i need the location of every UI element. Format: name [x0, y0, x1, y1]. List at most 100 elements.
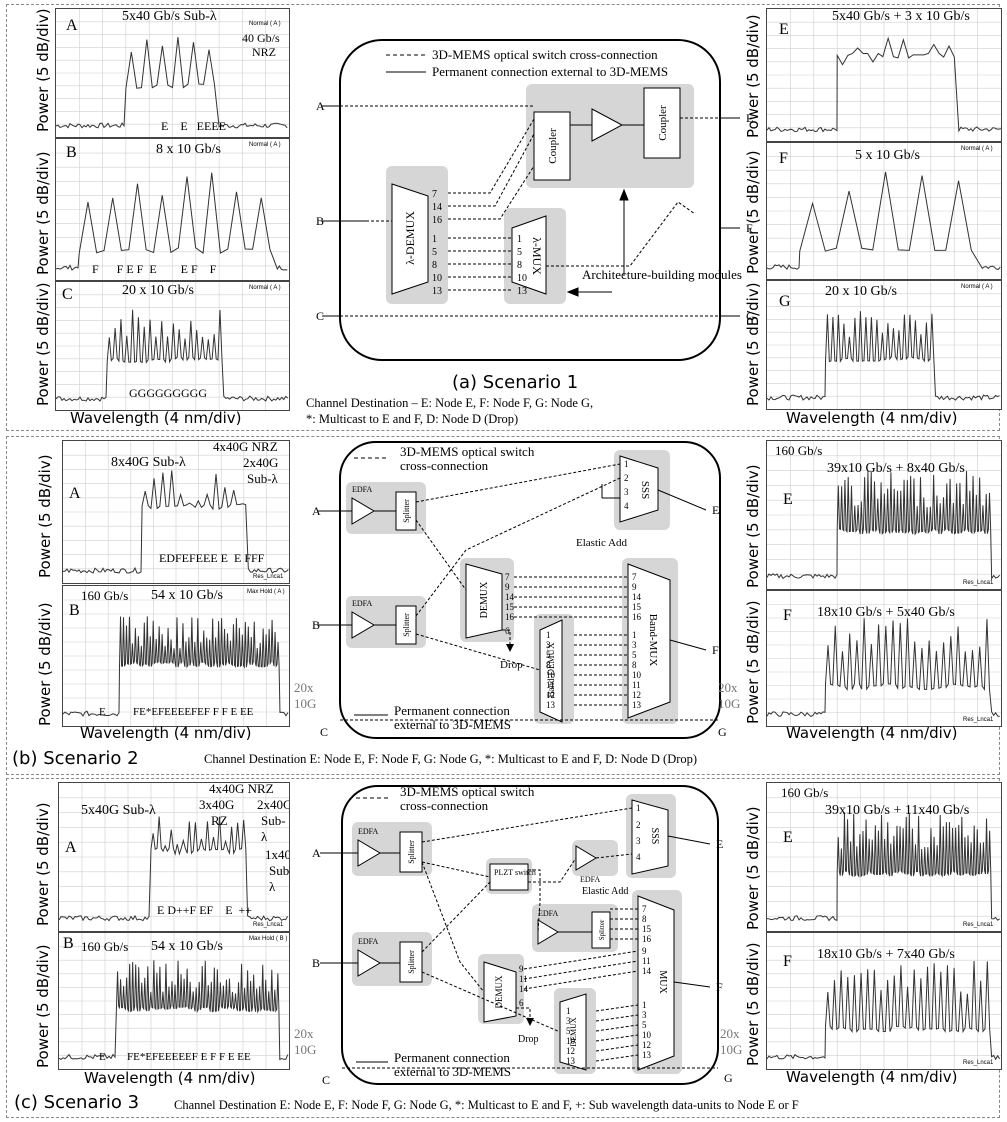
svg-text:3: 3 — [636, 836, 641, 846]
spectrum-f2-trace — [767, 591, 1001, 726]
svg-text:13: 13 — [432, 286, 442, 297]
spectrum-letter: A — [69, 485, 81, 502]
svg-text:5: 5 — [632, 650, 637, 660]
spectrum-mode: Max Hold ( B ) — [249, 936, 288, 942]
spectrum-mode: Normal ( A ) — [249, 142, 281, 148]
spectrum-g1-trace — [767, 281, 1001, 409]
spectrum-title: 8x40G Sub-λ — [111, 455, 186, 470]
legend-dashed-text: 3D-MEMS optical switch — [400, 784, 535, 799]
spectrum-a1-trace — [56, 9, 289, 137]
svg-text:B: B — [312, 956, 320, 970]
spectrum-res: Res_Lnca1 — [963, 922, 994, 928]
spectrum-destinations: E D++F EF E ++ — [157, 903, 253, 917]
svg-text:12: 12 — [632, 690, 641, 700]
spectrum-mode: Normal ( A ) — [961, 284, 993, 290]
band-mux-label: Band-MUX — [647, 614, 659, 667]
svg-text:1: 1 — [632, 630, 637, 640]
spectrum-left-label: 160 Gb/s — [781, 785, 829, 800]
drop-label: Drop — [500, 659, 523, 671]
svg-text:6: 6 — [519, 998, 524, 1008]
svg-text:11: 11 — [632, 680, 641, 690]
sss-label: SSS — [639, 481, 651, 499]
spectrum-title: 39x10 Gb/s + 11x40 Gb/s — [825, 803, 970, 818]
spectrum-a3: A 5x40G Sub-λ 4x40G NRZ 3x40G RZ 2x40G S… — [58, 782, 290, 932]
spectrum-res: Res_Lnca1 — [253, 922, 284, 928]
svg-text:14: 14 — [432, 202, 442, 213]
svg-text:7: 7 — [432, 189, 437, 200]
svg-text:8: 8 — [632, 660, 637, 670]
x-axis-label: Wavelength (4 nm/div) — [786, 724, 958, 742]
svg-text:1: 1 — [546, 630, 551, 640]
svg-text:12: 12 — [566, 1046, 575, 1056]
spectrum-letter: G — [779, 293, 791, 310]
splitter-label: Splitter — [402, 499, 411, 523]
svg-text:15: 15 — [642, 924, 652, 934]
spectrum-mode: Max Hold ( A ) — [247, 589, 285, 595]
destination-note: Channel Destination – E: Node E, F: Node… — [306, 396, 594, 410]
spectrum-title: 5x40 Gb/s + 3 x 10 Gb/s — [832, 9, 970, 24]
svg-text:C: C — [320, 725, 328, 739]
legend-solid-text: Permanent connection external to 3D-MEMS — [432, 64, 668, 79]
spectrum-title: 39x10 Gb/s + 8x40 Gb/s — [827, 461, 965, 476]
svg-text:13: 13 — [566, 1056, 576, 1066]
spectrum-c1-trace — [56, 282, 289, 410]
svg-text:15: 15 — [505, 602, 515, 612]
legend-solid-text: Permanent connection — [394, 703, 510, 718]
spectrum-destinations: F F E F E E F F — [92, 262, 217, 276]
x-axis-label: Wavelength (4 nm/div) — [70, 409, 242, 427]
svg-text:5: 5 — [642, 1020, 647, 1030]
svg-text:10: 10 — [432, 273, 442, 284]
spectrum-note: 2x40G — [243, 455, 279, 470]
coupler-label: Coupler — [657, 105, 669, 141]
splitter-label: Splitter — [407, 950, 416, 974]
spectrum-f3: F 18x10 Gb/s + 7x40 Gb/s Res_Lnca1 — [766, 932, 1002, 1070]
svg-text:16: 16 — [632, 612, 642, 622]
spectrum-left-label: 160 Gb/s — [81, 588, 129, 603]
svg-text:1: 1 — [517, 234, 522, 245]
spectrum-letter: E — [783, 829, 793, 846]
caption-scenario-2: (b) Scenario 2 — [12, 748, 139, 769]
svg-text:10: 10 — [517, 273, 527, 284]
svg-text:1: 1 — [566, 1006, 571, 1016]
spectrum-letter: A — [65, 839, 77, 856]
svg-text:A: A — [312, 504, 321, 518]
spectrum-e1: E 5x40 Gb/s + 3 x 10 Gb/s — [766, 8, 1002, 142]
spectrum-title: 5 x 10 Gb/s — [855, 148, 920, 163]
side-note: 20x — [720, 1026, 740, 1041]
plzt-label: PLZT switch — [494, 868, 536, 877]
band-demux-label: Band-DEMUX — [546, 642, 556, 697]
spectrum-title: 18x10 Gb/s + 5x40 Gb/s — [817, 605, 955, 620]
svg-text:12: 12 — [546, 690, 555, 700]
svg-text:G: G — [718, 725, 727, 739]
x-axis-label: Wavelength (4 nm/div) — [84, 1069, 256, 1087]
svg-text:10: 10 — [632, 670, 642, 680]
spectrum-e2: E 160 Gb/s 39x10 Gb/s + 8x40 Gb/s Res_Ln… — [766, 440, 1002, 590]
spectrum-title: 5x40 Gb/s Sub-λ — [122, 9, 217, 24]
spectrum-left-label: 160 Gb/s — [775, 443, 823, 458]
spectrum-letter: E — [779, 21, 789, 38]
svg-text:C: C — [322, 1073, 330, 1087]
edfa-label: EDFA — [352, 485, 373, 494]
svg-text:F: F — [712, 643, 719, 657]
splitter-label: Splitter — [407, 840, 416, 864]
spectrum-letter: F — [779, 150, 788, 167]
y-axis-label: Power (5 dB/div) — [36, 454, 54, 578]
svg-text:8: 8 — [642, 914, 647, 924]
spectrum-title: 20 x 10 Gb/s — [122, 283, 194, 298]
svg-text:13: 13 — [517, 286, 527, 297]
demux-label: DEMUX — [569, 1017, 578, 1047]
spectrum-b1: B 8 x 10 Gb/s F F E F E E F F Normal ( A… — [55, 138, 290, 281]
y-axis-label: Power (5 dB/div) — [34, 802, 52, 926]
spectrum-b1-trace — [56, 139, 289, 280]
spectrum-note: Sub-λ — [269, 863, 290, 894]
side-note: 20x — [294, 1026, 314, 1041]
edfa-label: EDFA — [580, 875, 601, 884]
diagram-scenario-2: 3D-MEMS optical switch cross-connection … — [294, 441, 740, 739]
destination-note: Channel Destination E: Node E, F: Node F… — [174, 1098, 799, 1112]
spectrum-note: 4x40G NRZ — [213, 440, 278, 454]
spectrum-res: Res_Lnca1 — [963, 1060, 994, 1066]
svg-text:4: 4 — [636, 852, 641, 862]
edfa-label: EDFA — [358, 937, 379, 946]
spectrum-destinations: GGGGGGGGG — [129, 386, 207, 400]
spectrum-a3-trace — [59, 783, 289, 931]
